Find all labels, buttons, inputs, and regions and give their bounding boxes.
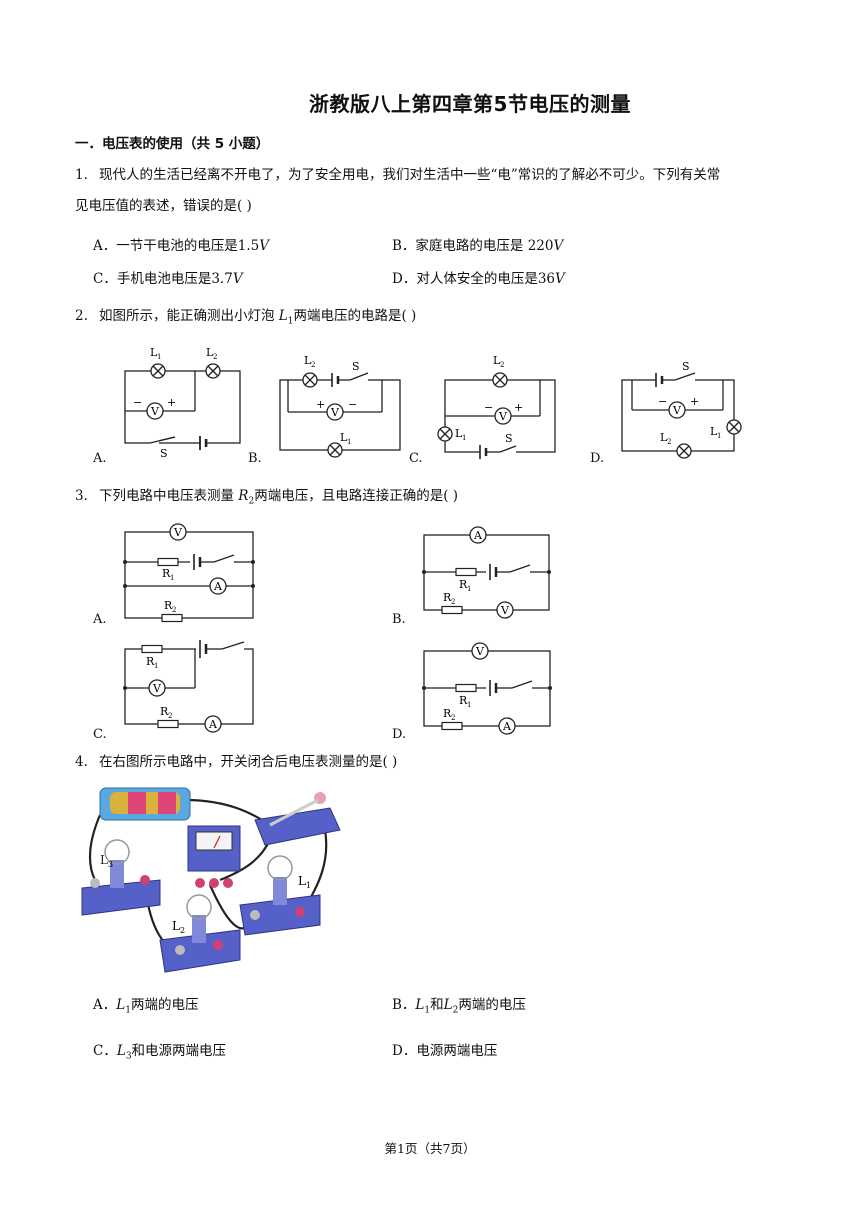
q2-circuit-a — [124, 370, 241, 450]
svg-text:L: L — [660, 431, 668, 444]
q3-circuit-a — [124, 531, 254, 619]
label-l1: L — [150, 346, 158, 359]
svg-text:2: 2 — [172, 606, 176, 614]
q1-number: 1. — [75, 167, 88, 183]
svg-text:L: L — [100, 853, 108, 867]
page-footer: 第1页（共7页） — [384, 1141, 476, 1156]
svg-text:R: R — [459, 578, 468, 591]
svg-text:1: 1 — [467, 585, 471, 593]
svg-text:L: L — [298, 874, 306, 888]
svg-text:L: L — [493, 354, 501, 367]
q2-stem: 2.如图所示，能正确测出小灯泡 L1两端电压的电路是( ) — [75, 308, 417, 327]
q1-option-b[interactable]: B．家庭电路的电压是 220V — [392, 238, 564, 254]
svg-text:1: 1 — [306, 881, 311, 890]
q1-option-d[interactable]: D．对人体安全的电压是36V — [392, 271, 565, 287]
svg-text:2: 2 — [311, 361, 315, 369]
svg-text:+: + — [167, 396, 176, 409]
svg-text:L: L — [304, 354, 312, 367]
svg-text:1: 1 — [467, 701, 471, 709]
svg-text:S: S — [352, 360, 360, 373]
svg-text:2: 2 — [667, 438, 671, 446]
q3-stem: 3.下列电路中电压表测量 R2两端电压，且电路连接正确的是( ) — [75, 488, 459, 507]
page-title: 浙教版八上第四章第5节电压的测量 — [309, 92, 631, 116]
svg-text:2: 2 — [168, 712, 172, 720]
svg-text:−: − — [658, 395, 667, 408]
q4-option-b[interactable]: B．L1和L2两端的电压 — [392, 997, 526, 1016]
svg-text:R: R — [443, 707, 452, 720]
q2-label-b[interactable]: B. — [248, 451, 262, 466]
svg-text:1: 1 — [462, 434, 466, 442]
q2-label-a[interactable]: A. — [93, 451, 107, 466]
q1-option-a[interactable]: A．一节干电池的电压是1.5V — [93, 238, 269, 254]
svg-text:1: 1 — [347, 438, 351, 446]
svg-text:3: 3 — [108, 860, 113, 869]
svg-text:2: 2 — [213, 353, 217, 361]
q4-option-a[interactable]: A．L1两端的电压 — [93, 997, 199, 1016]
svg-text:1: 1 — [154, 662, 158, 670]
q3-label-d[interactable]: D. — [392, 727, 407, 742]
svg-text:2: 2 — [451, 598, 455, 606]
q1-line2: 见电压值的表述，错误的是( ) — [75, 198, 252, 214]
svg-text:1: 1 — [170, 574, 174, 582]
q4-option-d[interactable]: D．电源两端电压 — [392, 1043, 498, 1059]
svg-text:+: + — [316, 398, 325, 411]
svg-text:L: L — [710, 425, 718, 438]
svg-text:−: − — [133, 396, 142, 409]
svg-text:R: R — [162, 567, 171, 580]
q3-label-c[interactable]: C. — [93, 727, 107, 742]
q1-line1: 1. 现代人的生活已经离不开电了，为了安全用电，我们对生活中一些“电”常识的了解必… — [75, 165, 720, 185]
svg-text:+: + — [690, 395, 699, 408]
svg-text:R: R — [146, 655, 155, 668]
svg-text:1: 1 — [717, 432, 721, 440]
svg-text:S: S — [682, 360, 690, 373]
svg-text:L: L — [455, 427, 463, 440]
svg-text:L: L — [340, 431, 348, 444]
svg-text:R: R — [160, 705, 169, 718]
q2-label-d[interactable]: D. — [590, 451, 605, 466]
q2-label-c[interactable]: C. — [409, 451, 423, 466]
svg-text:2: 2 — [451, 714, 455, 722]
svg-text:2: 2 — [180, 926, 185, 935]
q4-option-c[interactable]: C．L3和电源两端电压 — [93, 1043, 227, 1062]
svg-text:R: R — [443, 591, 452, 604]
svg-text:S: S — [160, 447, 168, 460]
svg-text:1: 1 — [157, 353, 161, 361]
svg-text:L: L — [172, 919, 180, 933]
q1-text: 现代人的生活已经离不开电了，为了安全用电，我们对生活中一些“电”常识的了解必不可… — [99, 167, 721, 183]
svg-text:−: − — [484, 401, 493, 414]
q3-label-a[interactable]: A. — [93, 612, 107, 627]
svg-text:R: R — [164, 599, 173, 612]
svg-text:−: − — [348, 398, 357, 411]
svg-text:2: 2 — [500, 361, 504, 369]
svg-text:+: + — [514, 401, 523, 414]
q4-stem: 4.在右图所示电路中，开关闭合后电压表测量的是( ) — [75, 754, 398, 770]
svg-text:S: S — [505, 432, 513, 445]
q3-circuit-c — [124, 648, 254, 725]
label-l2: L — [206, 346, 214, 359]
q1-option-c[interactable]: C．手机电池电压是3.7V — [93, 271, 243, 287]
svg-text:R: R — [459, 694, 468, 707]
section-heading: 一．电压表的使用（共 5 小题） — [75, 136, 270, 152]
q3-label-b[interactable]: B. — [392, 612, 406, 627]
